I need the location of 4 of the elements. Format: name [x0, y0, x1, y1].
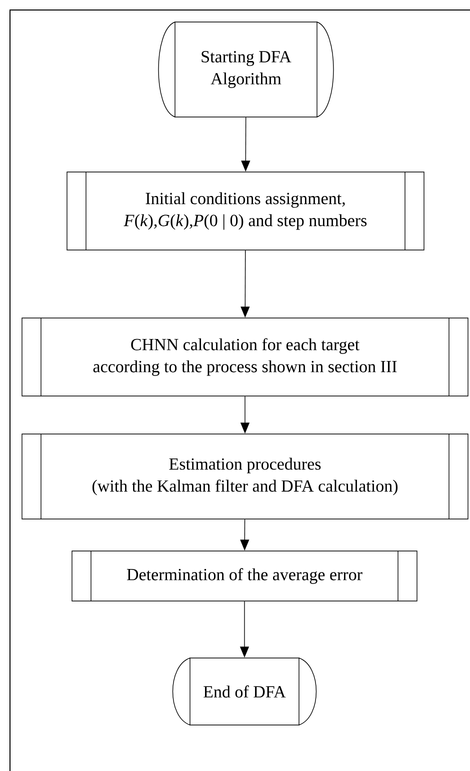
process-box: CHNN calculation for each target according to the process shown in section III — [22, 318, 468, 396]
process-box: Estimation procedures (with the Kalman filter and DFA calculation) — [22, 434, 468, 520]
process-box: Initial conditions assignment, F(k),G(k),P(0 | 0) and step numbers — [66, 172, 424, 250]
process-box: Determination of the average error — [72, 550, 418, 602]
